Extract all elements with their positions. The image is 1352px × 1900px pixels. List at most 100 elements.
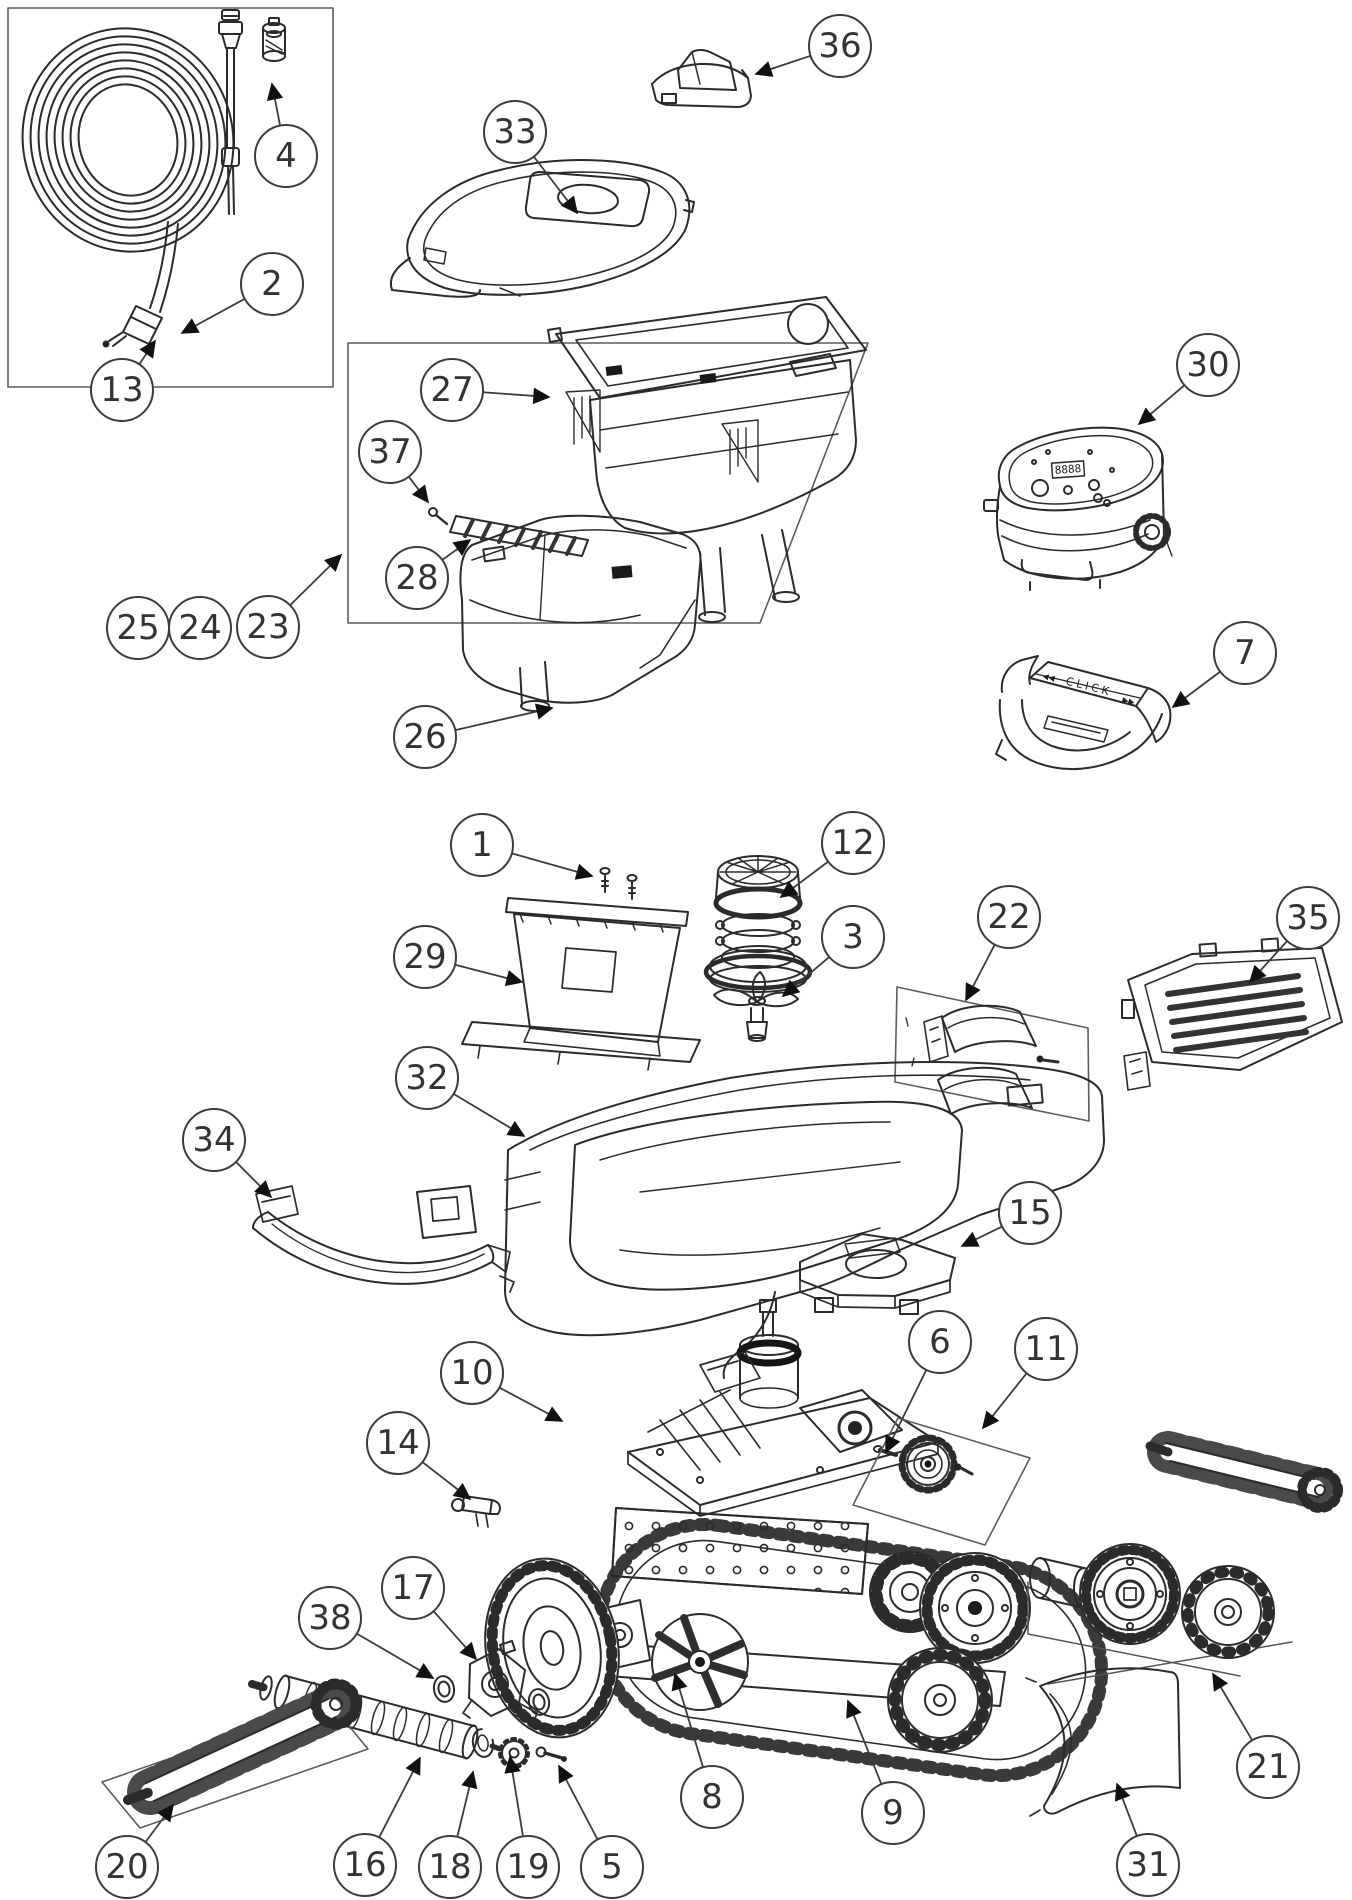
callout-circle-21 (1236, 1735, 1300, 1799)
track-assembly-8-9 (484, 1507, 1109, 1783)
leader-line-32 (453, 1093, 526, 1137)
callout-22: 22 (965, 885, 1041, 1002)
screws-1 (599, 867, 638, 900)
callout-circle-14 (366, 1411, 430, 1475)
clip-14 (451, 1495, 501, 1528)
callout-circle-6 (908, 1310, 972, 1374)
leader-line-27 (482, 387, 551, 405)
leader-line-31 (1114, 1782, 1138, 1837)
leader-line-10 (498, 1386, 564, 1422)
pin-5 (535, 1746, 567, 1762)
filter-container-26 (459, 514, 702, 712)
callout-circle-13 (90, 358, 154, 422)
panel-kit-22 (894, 986, 1151, 1122)
callout-number-32: 32 (405, 1058, 448, 1098)
rubber-wheel (1181, 1565, 1275, 1659)
callout-number-26: 26 (403, 717, 446, 757)
callout-number-22: 22 (987, 897, 1030, 937)
callout-number-12: 12 (831, 823, 874, 863)
callout-8: 8 (671, 1672, 744, 1829)
callout-number-10: 10 (450, 1353, 493, 1393)
callout-circle-19 (496, 1835, 560, 1899)
swivel-connector (218, 9, 243, 215)
callout-circle-17 (381, 1556, 445, 1620)
callout-circle-2 (240, 252, 304, 316)
callout-18: 18 (418, 1770, 482, 1899)
callout-14: 14 (366, 1411, 472, 1501)
callout-2: 2 (180, 252, 304, 334)
cable-reel-knob (1133, 513, 1173, 557)
callout-36: 36 (754, 14, 872, 78)
callout-circle-15 (998, 1181, 1062, 1245)
callout-number-16: 16 (343, 1845, 386, 1885)
callout-19: 19 (496, 1755, 560, 1899)
vent-panel-35 (1121, 937, 1343, 1071)
callout-4: 4 (254, 82, 318, 188)
leader-line-15 (960, 1225, 1003, 1247)
callout-number-15: 15 (1008, 1193, 1051, 1233)
callout-number-20: 20 (105, 1847, 148, 1887)
rear-sprocket (919, 1552, 1031, 1664)
slatted-strip-28 (449, 515, 589, 557)
floating-cable-assembly (7, 7, 334, 388)
spline-gear-19 (489, 1737, 530, 1769)
wheel-kit-21 (1027, 1543, 1293, 1685)
callout-number-11: 11 (1024, 1329, 1067, 1369)
leader-line-16 (378, 1756, 421, 1838)
callout-24: 24 (168, 596, 232, 660)
callout-21: 21 (1212, 1672, 1300, 1799)
callout-37: 37 (358, 420, 429, 504)
callout-number-31: 31 (1126, 1845, 1169, 1885)
roller-axle-parts (248, 1640, 567, 1769)
cable-protector-part-4 (262, 17, 286, 62)
idler-wheel (651, 1613, 749, 1711)
callout-number-9: 9 (882, 1793, 904, 1833)
leader-line-36 (754, 54, 811, 77)
callout-number-27: 27 (430, 370, 473, 410)
callout-number-30: 30 (1186, 345, 1229, 385)
leader-line-18 (456, 1770, 478, 1838)
callout-3: 3 (781, 905, 885, 998)
callout-number-7: 7 (1234, 633, 1256, 673)
callout-11: 11 (981, 1317, 1078, 1430)
callout-34: 34 (182, 1108, 273, 1199)
callout-circle-27 (420, 358, 484, 422)
leader-line-28 (441, 539, 472, 561)
sprocket-wheel (1079, 1543, 1181, 1645)
callout-number-3: 3 (842, 917, 864, 957)
leader-line-22 (965, 944, 996, 1002)
callout-5: 5 (558, 1764, 644, 1899)
callout-9: 9 (846, 1699, 925, 1845)
callout-number-38: 38 (308, 1598, 351, 1638)
leader-line-9 (846, 1699, 883, 1785)
callout-number-6: 6 (929, 1322, 951, 1362)
filter-basket-group (347, 296, 869, 624)
callout-23: 23 (236, 553, 343, 659)
callout-circle-31 (1116, 1833, 1180, 1897)
callout-circle-29 (393, 925, 457, 989)
leader-line-23 (289, 553, 343, 606)
group-box-basket-kit (347, 342, 869, 624)
callout-27: 27 (420, 358, 551, 422)
callout-number-5: 5 (601, 1847, 623, 1887)
leader-line-6 (885, 1369, 928, 1454)
callout-circle-35 (1276, 886, 1340, 950)
c-ring-18 (471, 1728, 495, 1758)
callout-circle-1 (450, 813, 514, 877)
leader-line-1 (511, 852, 594, 880)
callout-1: 1 (450, 813, 594, 880)
callout-10: 10 (440, 1341, 564, 1422)
callout-7: 7 (1171, 621, 1277, 708)
leader-line-7 (1171, 670, 1221, 708)
callout-30: 30 (1137, 333, 1240, 426)
spiky-brush-right (1145, 1431, 1343, 1513)
bumper-34 (252, 1185, 515, 1293)
callout-15: 15 (960, 1181, 1062, 1247)
callout-number-28: 28 (395, 558, 438, 598)
leader-line-20 (144, 1803, 174, 1843)
flap-door-29 (461, 897, 701, 1071)
front-track-wheel (484, 1557, 620, 1739)
leader-line-30 (1137, 384, 1186, 426)
callout-circle-30 (1176, 333, 1240, 397)
callout-circle-11 (1014, 1317, 1078, 1381)
